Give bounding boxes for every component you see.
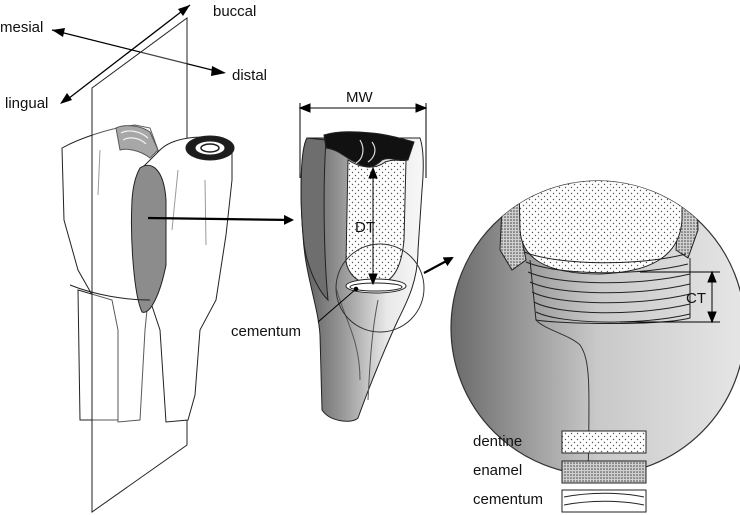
buccal-lingual-axis (63, 4, 191, 103)
mw-label: MW (346, 89, 373, 106)
buccal-arrowhead (178, 5, 190, 16)
legend-item-enamel: enamel (473, 460, 647, 484)
arrow-to-zoom (423, 257, 454, 274)
mesial-arrowhead (52, 28, 65, 37)
zoom-dentine (517, 181, 683, 275)
middle-tooth-left-face (300, 137, 329, 302)
legend-label-dentine: dentine (473, 433, 522, 450)
zoom-right-enamel (675, 181, 699, 259)
legend-swatch-enamel (561, 460, 647, 484)
buccal-label: buccal (213, 3, 256, 20)
legend-swatch-dentine (561, 430, 647, 454)
middle-tooth-enamel (323, 131, 415, 168)
distal-label: distal (232, 67, 267, 84)
cementum-leader (317, 288, 357, 323)
zoom-detail: CT (450, 180, 740, 476)
arrow-to-section (147, 214, 294, 225)
orientation-axes: buccal mesial distal lingual (0, 3, 267, 112)
ct-label: CT (686, 290, 706, 307)
mesial-label: mesial (0, 19, 43, 36)
magnifier-ring (335, 243, 425, 333)
dt-measurement: DT (355, 166, 378, 286)
mw-measurement: MW (298, 89, 428, 178)
distal-arrowhead (211, 66, 226, 76)
left-tooth-cut-face (130, 164, 167, 313)
left-tooth-back-enamel (115, 125, 159, 159)
lingual-label: lingual (5, 95, 48, 112)
legend-item-dentine: dentine (473, 430, 647, 454)
left-tooth-back-root (77, 289, 119, 421)
legend-item-cementum: cementum (473, 489, 647, 513)
middle-tooth (300, 131, 424, 422)
legend-label-cementum: cementum (473, 491, 543, 508)
mesial-distal-axis (51, 29, 225, 74)
ct-measurement: CT (620, 270, 720, 324)
middle-tooth-cementum-rings (345, 278, 407, 294)
cementum-annotation: cementum (231, 323, 301, 340)
legend-label-enamel: enamel (473, 462, 522, 479)
lingual-arrowhead (60, 93, 72, 104)
dt-label: DT (355, 219, 375, 236)
legend: dentine enamel cementum (473, 430, 647, 513)
zoom-cementum-layers (523, 251, 691, 324)
left-tooth-front (69, 135, 235, 423)
